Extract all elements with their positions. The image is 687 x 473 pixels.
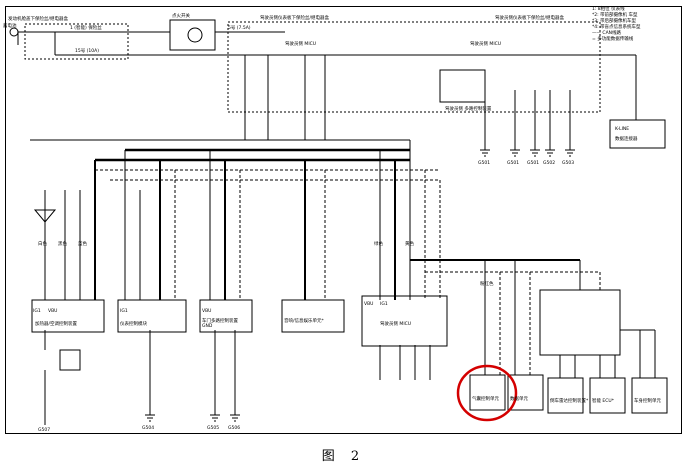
module-micu-name: 驾驶员侧 MICU [380,320,411,327]
pin-vbu-1: VBU [48,308,57,314]
ground-icon [210,414,220,422]
ignition-switch-box [169,19,216,51]
module-parking-name: 倒车雷达控制装置* [550,397,589,404]
module-box-4 [281,299,345,333]
label-multiplex: 驾驶员侧 多路控制装置 [445,105,492,112]
ground-label-2: G501 [507,160,519,166]
label-underhood: 发动机舱盖下保险丝/继电器盒 [8,15,69,22]
module-4-name: 音响/信息娱乐单元* [284,317,325,324]
label-micu-top: 驾驶员侧 MICU [285,40,316,47]
multiplex-control-box [539,289,621,356]
module-box-airbag [469,374,506,411]
module-box-2 [117,299,187,333]
battery-terminal [9,27,19,37]
micu-relay [439,69,486,103]
dash-fuse-box [227,21,601,113]
pin-ig1-micu: IG1 [380,301,388,307]
label-data-connector: 数据连接器 [615,135,638,142]
label-battery: 蓄电池 [3,22,17,29]
pin-ig1-1: IG1 [33,308,41,314]
wire-color-6: 粉红色 [480,280,494,287]
ground-label-3: G501 [527,160,539,166]
note-6: = 多功能数据传输线 [592,35,634,42]
label-dash-box: 驾驶员侧仪表板下保险丝/继电器盒 [260,14,330,21]
module-body-name: 车身控制单元 [634,397,661,404]
figure-caption: 图 2 [321,449,366,464]
wire-color-2: 黑色 [58,240,67,247]
module-box-3 [199,299,253,333]
wire-color-1: 白色 [38,240,47,247]
ground-label-6: G504 [142,425,154,431]
ground-icon [230,414,240,422]
module-1-name: 加热器/空调控制装置 [35,320,78,327]
wire-color-4: 绿色 [374,240,383,247]
diode-icon [33,209,57,223]
wire-color-5: 黄色 [405,240,414,247]
module-data-name: 数据单元 [510,395,528,402]
data-connector-box [609,119,666,149]
module-3-name: 车门多路控制装置 [202,317,238,324]
ground-label-1: G501 [478,160,490,166]
pin-vbu-micu: VBU [364,301,373,307]
label-fuse5: 5号 (7.5A) [228,25,251,31]
wires [9,19,668,425]
ground-label-8: G506 [228,425,240,431]
wire-color-3: 蓝色 [78,240,87,247]
ground-icon [145,414,155,422]
pin-ig1-2: IG1 [120,308,128,314]
label-fuse50: 1 (智能) 保险丝 [70,24,102,31]
underhood-fuse-box [24,23,129,60]
module-2-name: 仪表控制模块 [120,320,147,327]
ground-icon [565,149,575,157]
ground-symbols [145,149,575,422]
note-5: —— CAN线路 [592,29,622,36]
module-box-micu [361,295,448,347]
label-micu-right: 驾驶员侧 MICU [470,40,501,47]
ground-label-7: G505 [207,425,219,431]
module-box-body [631,377,668,414]
pin-vbu-3: VBU [202,308,211,314]
note-2: *2: 带前部摄像机 车型 [592,11,638,18]
module-box-smart [589,377,626,414]
module-smart-name: 智能 ECU* [592,397,615,404]
ground-label-4: G502 [543,160,555,166]
module-box-data [507,374,544,411]
ground-label-9: G507 [38,427,50,433]
ground-icon [510,149,520,157]
labels: 1: 8相位 仪表线 *2: 带前部摄像机 车型 *3: 带后部摄像机车型 *4… [3,5,661,433]
relay-box-left [59,349,81,371]
note-1: 1: 8相位 仪表线 [592,5,625,12]
note-4: *4: 带盲点信息系统车型 [592,23,641,30]
label-ignition: 点火开关 [172,12,190,19]
highlight-circle [456,364,518,422]
label-fuse15: 15号 (10A) [75,48,99,54]
module-box-parking [547,377,584,414]
ground-icon [530,149,540,157]
diagram-frame [5,6,682,434]
ground-icon [480,149,490,157]
module-airbag-name: 气囊控制单元 [472,395,499,402]
ground-label-5: G503 [562,160,574,166]
module-box-1 [31,299,105,333]
label-kline: K-LINE [615,126,629,132]
label-dash-box-2: 驾驶员侧仪表板下保险丝/继电器盒 [495,14,565,21]
ignition-switch-icon [187,27,203,43]
note-3: *3: 带后部摄像机车型 [592,17,637,24]
ground-icon [545,149,555,157]
pin-gnd-3: GND [202,323,213,329]
